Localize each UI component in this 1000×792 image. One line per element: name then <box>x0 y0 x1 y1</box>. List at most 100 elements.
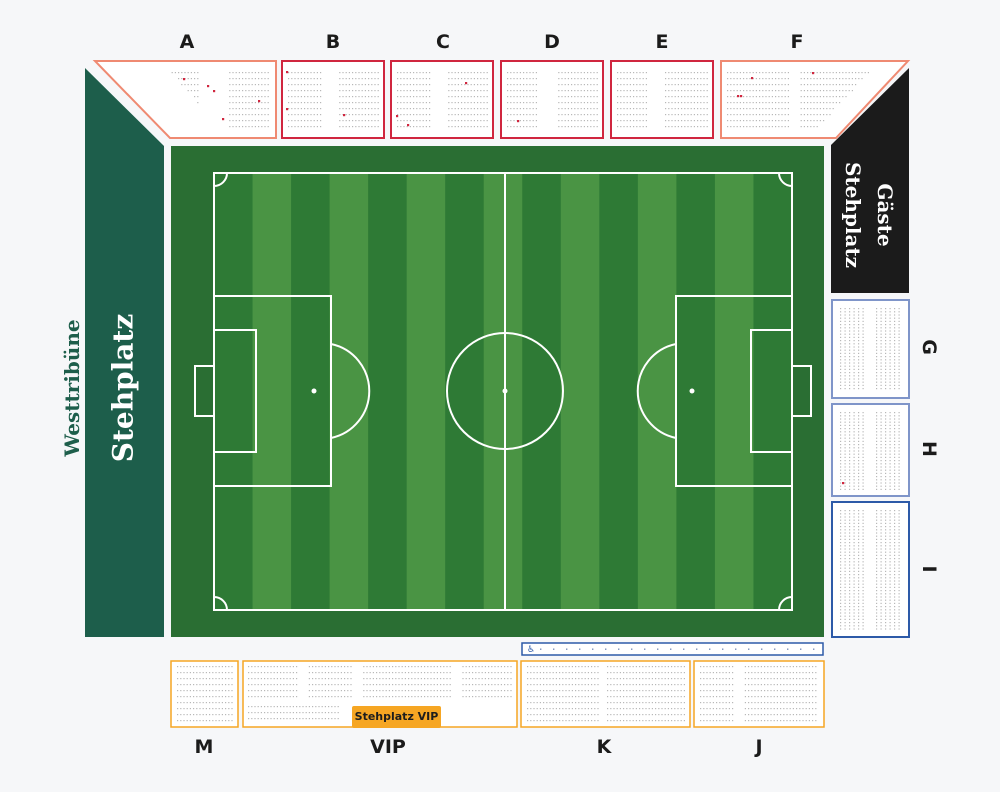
seat <box>577 114 579 116</box>
seat <box>283 712 285 714</box>
seat <box>577 108 579 110</box>
block-i[interactable] <box>831 501 910 638</box>
seat <box>767 714 769 716</box>
seat <box>251 696 253 698</box>
seat <box>853 437 855 439</box>
seat <box>677 78 679 80</box>
seat <box>894 529 896 531</box>
seat <box>385 696 387 698</box>
seat <box>880 333 882 335</box>
west-standing-stand[interactable] <box>85 68 164 637</box>
seat <box>286 706 288 708</box>
seat <box>297 96 299 98</box>
seat <box>849 327 851 329</box>
seat <box>728 666 730 668</box>
seat <box>862 343 864 345</box>
seat <box>755 96 757 98</box>
seat <box>464 108 466 110</box>
seat <box>674 114 676 116</box>
seat <box>876 308 878 310</box>
corner-arc-tr <box>778 172 793 187</box>
seat <box>267 678 269 680</box>
seat <box>267 102 269 104</box>
seat <box>561 102 563 104</box>
seat <box>732 708 734 710</box>
seat <box>755 84 757 86</box>
seat <box>619 690 621 692</box>
seat <box>889 418 891 420</box>
seat <box>703 690 705 692</box>
seat <box>218 684 220 686</box>
seat <box>587 708 589 710</box>
seat <box>446 696 448 698</box>
seat <box>832 102 834 104</box>
seat <box>280 690 282 692</box>
seat <box>862 472 864 474</box>
seat <box>799 714 801 716</box>
seat <box>780 678 782 680</box>
seat <box>567 102 569 104</box>
block-m[interactable] <box>170 660 239 728</box>
block-k[interactable] <box>520 660 691 728</box>
block-e[interactable] <box>610 60 714 139</box>
seat <box>636 126 638 128</box>
seat <box>267 120 269 122</box>
seat <box>235 108 237 110</box>
wheelchair-icon: ♿ <box>527 645 535 655</box>
seat <box>805 678 807 680</box>
seat <box>215 720 217 722</box>
seat <box>218 696 220 698</box>
seat <box>840 488 842 490</box>
seat <box>862 456 864 458</box>
seat <box>523 120 525 122</box>
seat <box>510 690 512 692</box>
seat <box>880 482 882 484</box>
seat <box>316 120 318 122</box>
vip-standing-badge[interactable]: Stehplatz VIP <box>352 706 441 728</box>
seat <box>382 672 384 674</box>
seat <box>465 696 467 698</box>
guest-standing-stand[interactable] <box>831 68 909 293</box>
seat <box>419 102 421 104</box>
block-b[interactable] <box>281 60 385 139</box>
seat <box>555 690 557 692</box>
seat <box>584 702 586 704</box>
seat <box>331 690 333 692</box>
seat <box>805 684 807 686</box>
seat <box>771 108 773 110</box>
seat <box>248 102 250 104</box>
seat <box>358 78 360 80</box>
wheelchair-seat <box>761 648 763 650</box>
seat <box>194 96 196 98</box>
seat <box>889 510 891 512</box>
seat <box>308 706 310 708</box>
seat <box>497 684 499 686</box>
seat <box>352 102 354 104</box>
seat <box>475 666 477 668</box>
block-j[interactable] <box>693 660 825 728</box>
seat <box>578 720 580 722</box>
seat <box>350 672 352 674</box>
seat <box>328 712 330 714</box>
seat <box>844 460 846 462</box>
block-f[interactable] <box>720 60 911 139</box>
seat <box>587 84 589 86</box>
seat <box>805 666 807 668</box>
seat <box>304 72 306 74</box>
seat <box>681 78 683 80</box>
seat <box>397 84 399 86</box>
block-a[interactable] <box>92 60 277 139</box>
seat <box>880 450 882 452</box>
seat <box>406 96 408 98</box>
block-g[interactable] <box>831 299 910 399</box>
seat <box>716 684 718 686</box>
block-d[interactable] <box>500 60 604 139</box>
seat <box>658 714 660 716</box>
seat <box>199 696 201 698</box>
seat <box>743 102 745 104</box>
seat <box>629 696 631 698</box>
seat <box>355 78 357 80</box>
wheelchair-row[interactable] <box>521 642 824 656</box>
seat <box>853 551 855 553</box>
seat <box>364 90 366 92</box>
